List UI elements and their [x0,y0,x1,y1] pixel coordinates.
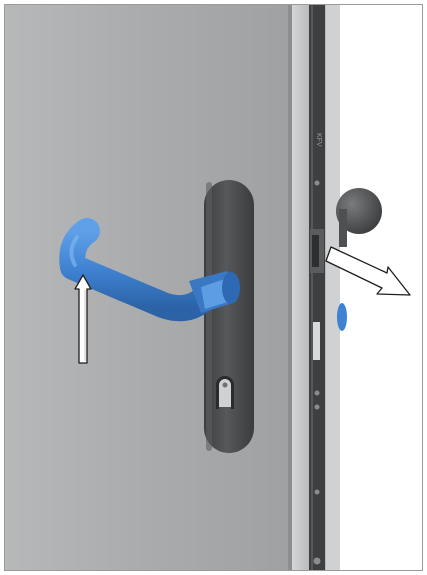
faceplate-screw-top [315,181,320,186]
dead-bolt-slot [313,322,320,360]
door-edge-inner [292,5,309,571]
cylinder-lock [216,376,234,409]
faceplate-screw-2 [315,405,320,410]
faceplate-screw-bottom [314,558,321,565]
door-edge-outer [325,5,340,571]
outside-lever-stub [337,303,347,331]
door-leaf-shadow [288,5,292,571]
faceplate-screw-1 [315,391,320,396]
faceplate-screw-3 [315,490,320,495]
door-illustration: KFV [5,5,423,571]
illustration-frame: KFV [4,4,423,571]
faceplate-marking: KFV [315,133,322,147]
